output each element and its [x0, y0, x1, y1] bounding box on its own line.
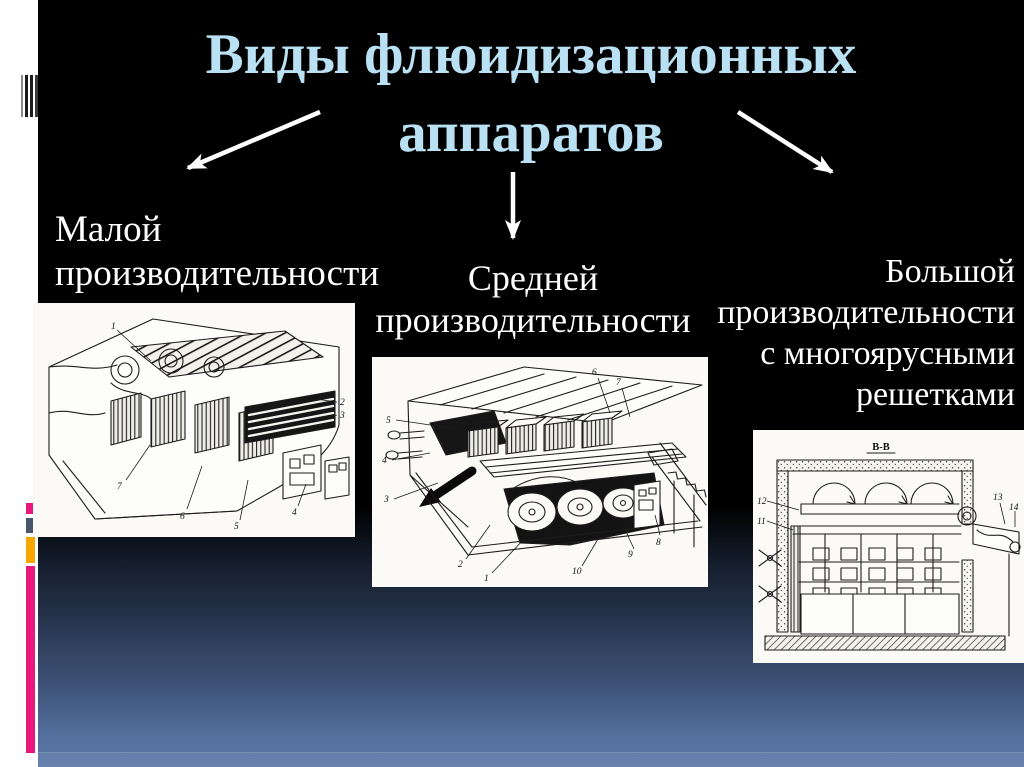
figure-large-capacity-apparatus: В-В 12 11 13 14 — [753, 430, 1024, 663]
footer-band — [38, 752, 1024, 767]
part-number-label: 6 — [592, 368, 597, 378]
part-number-label: 6 — [180, 512, 185, 522]
part-number-label: 12 — [757, 497, 767, 507]
part-number-label: 3 — [339, 411, 345, 421]
figure-small-capacity-apparatus: 1 2 3 7 6 5 4 — [33, 303, 355, 537]
part-number-label: 5 — [386, 416, 391, 426]
figure-medium-capacity-apparatus: 5 4 3 2 1 6 7 8 9 10 — [372, 357, 708, 587]
part-number-label: 1 — [484, 574, 489, 584]
barcode-bar — [25, 75, 28, 117]
part-number-label: 8 — [656, 538, 661, 548]
part-number-label: 4 — [292, 508, 297, 518]
technical-drawing-small: 1 2 3 7 6 5 4 — [48, 318, 350, 532]
part-number-label: 11 — [757, 517, 766, 527]
part-number-label: 9 — [628, 550, 633, 560]
part-number-label: 2 — [458, 560, 463, 570]
barcode-bar — [35, 75, 38, 117]
part-number-label: 7 — [616, 378, 622, 388]
slide-title: Виды флюидизационных аппаратов — [205, 23, 857, 164]
part-number-label: 4 — [382, 456, 387, 466]
part-number-label: 13 — [993, 493, 1003, 503]
part-number-label: 14 — [1009, 503, 1019, 513]
barcode-bar — [30, 75, 33, 117]
barcode-decoration — [21, 75, 38, 117]
accent-bar-pink — [26, 566, 35, 753]
technical-drawing-medium: 5 4 3 2 1 6 7 8 9 10 — [382, 366, 707, 584]
part-number-label: 7 — [117, 482, 123, 492]
part-number-label: 2 — [340, 398, 345, 408]
part-number-label: 5 — [234, 522, 239, 532]
accent-square-pink — [26, 503, 35, 514]
part-number-label: 10 — [572, 567, 582, 577]
technical-drawing-large: В-В 12 11 13 14 — [757, 442, 1021, 651]
label-large-capacity: Большой производительности с многоярусны… — [717, 253, 1015, 414]
part-number-label: 3 — [383, 495, 389, 505]
label-medium-capacity: Средней производительности — [375, 258, 691, 341]
label-small-capacity: Малой производительности — [55, 209, 380, 295]
part-number-label: 1 — [111, 322, 116, 332]
left-margin-panel — [0, 0, 38, 767]
section-caption: В-В — [872, 442, 890, 453]
barcode-bar — [21, 75, 23, 117]
accent-square-slate — [26, 518, 35, 533]
accent-square-amber — [26, 537, 35, 563]
